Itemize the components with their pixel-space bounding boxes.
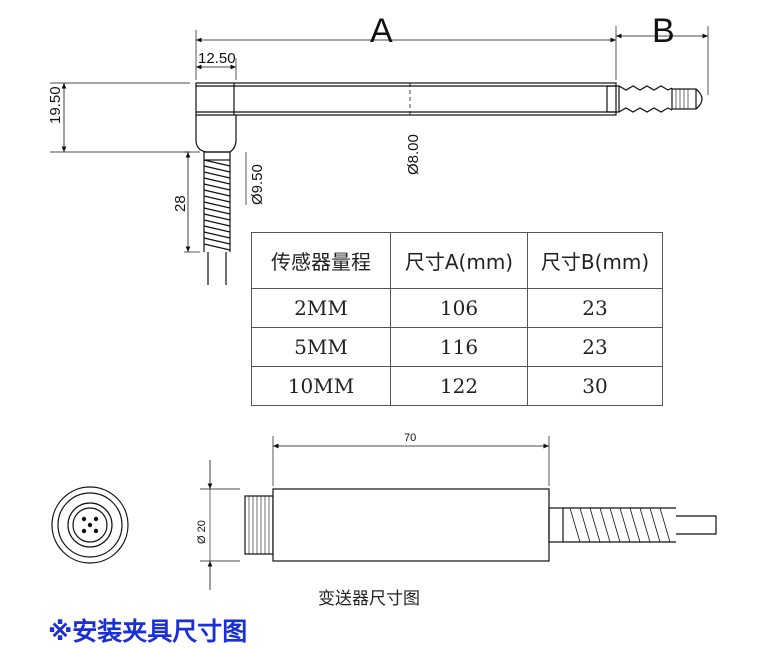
dim-28-label: 28 bbox=[172, 195, 189, 212]
table-row: 10MM 122 30 bbox=[251, 366, 663, 406]
cell-size-b: 23 bbox=[527, 327, 663, 367]
dim-70-label: 70 bbox=[404, 432, 416, 444]
sensor-top-view bbox=[50, 26, 709, 285]
table-header-row: 传感器量程 尺寸A(mm) 尺寸B(mm) bbox=[251, 232, 663, 289]
dim-20-label: Ø 20 bbox=[196, 520, 208, 544]
table-row: 2MM 106 23 bbox=[251, 288, 663, 328]
dim-1950-label: 19.50 bbox=[47, 86, 64, 124]
cell-size-b: 23 bbox=[527, 288, 663, 328]
cell-range: 5MM bbox=[251, 327, 391, 367]
header-size-b: 尺寸B(mm) bbox=[527, 232, 663, 289]
cell-range: 10MM bbox=[251, 366, 391, 406]
cell-range: 2MM bbox=[251, 288, 391, 328]
clamp-end-view bbox=[51, 486, 129, 564]
dim-800-label: Ø8.00 bbox=[405, 134, 422, 175]
dim-a-label: A bbox=[370, 12, 393, 50]
header-range: 传感器量程 bbox=[251, 232, 391, 289]
transmitter-caption: 变送器尺寸图 bbox=[318, 589, 420, 609]
cell-size-a: 116 bbox=[390, 327, 528, 367]
cell-size-b: 30 bbox=[527, 366, 663, 406]
spec-table: 传感器量程 尺寸A(mm) 尺寸B(mm) 2MM 106 23 5MM 116… bbox=[251, 232, 663, 406]
cell-size-a: 122 bbox=[390, 366, 528, 406]
dim-b-label: B bbox=[652, 12, 675, 50]
clamp-note: ※安装夹具尺寸图 bbox=[48, 617, 248, 646]
dim-1250-label: 12.50 bbox=[198, 50, 236, 67]
table-row: 5MM 116 23 bbox=[251, 327, 663, 367]
header-size-a: 尺寸A(mm) bbox=[390, 232, 528, 289]
cell-size-a: 106 bbox=[390, 288, 528, 328]
transmitter-side-view bbox=[200, 436, 717, 590]
dim-950-label: Ø9.50 bbox=[249, 164, 266, 205]
